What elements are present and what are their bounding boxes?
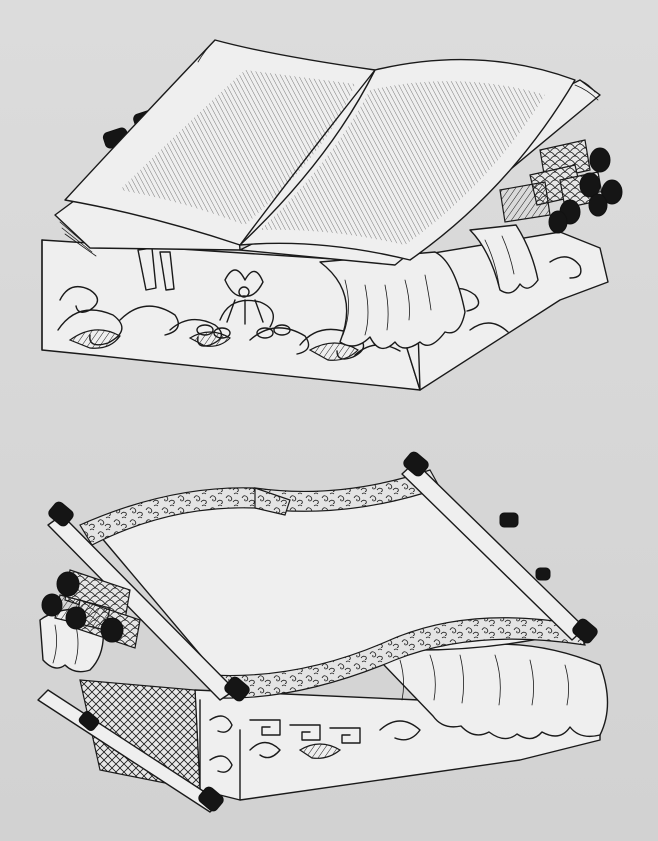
- top-figure-book-stand: [41, 39, 623, 391]
- scroll-rollers: [37, 451, 598, 813]
- unrolled-scroll-sheet: [79, 469, 586, 699]
- scroll-knob-icon: [65, 606, 87, 630]
- scroll-knob-icon: [579, 172, 601, 198]
- roller-knob-icon: [572, 618, 598, 644]
- scroll-knob-icon: [41, 593, 63, 617]
- bottom-figure-scroll-stand: [37, 451, 609, 813]
- roller-knob-icon: [48, 501, 74, 527]
- book-stand-base: [41, 224, 609, 391]
- scroll-knob-icon: [56, 571, 80, 597]
- roller-knob-icon: [499, 512, 519, 528]
- scroll-drape: [39, 608, 609, 740]
- scroll-knob-icon: [548, 210, 568, 234]
- roller-knob-icon: [224, 676, 250, 702]
- scroll-knob-icon: [100, 617, 124, 643]
- scroll-knob-icon: [588, 193, 608, 217]
- roller-knob-icon: [198, 786, 224, 812]
- top-stacked-scrolls: [499, 139, 623, 234]
- scroll-knob-icon: [601, 179, 623, 205]
- roller-knob-icon: [78, 710, 100, 732]
- roller-knob-icon: [403, 451, 429, 477]
- open-book: [54, 39, 601, 266]
- scroll-knob-icon: [589, 147, 611, 173]
- bottom-stacked-scrolls: [41, 569, 141, 649]
- roller-knob-icon: [535, 567, 551, 581]
